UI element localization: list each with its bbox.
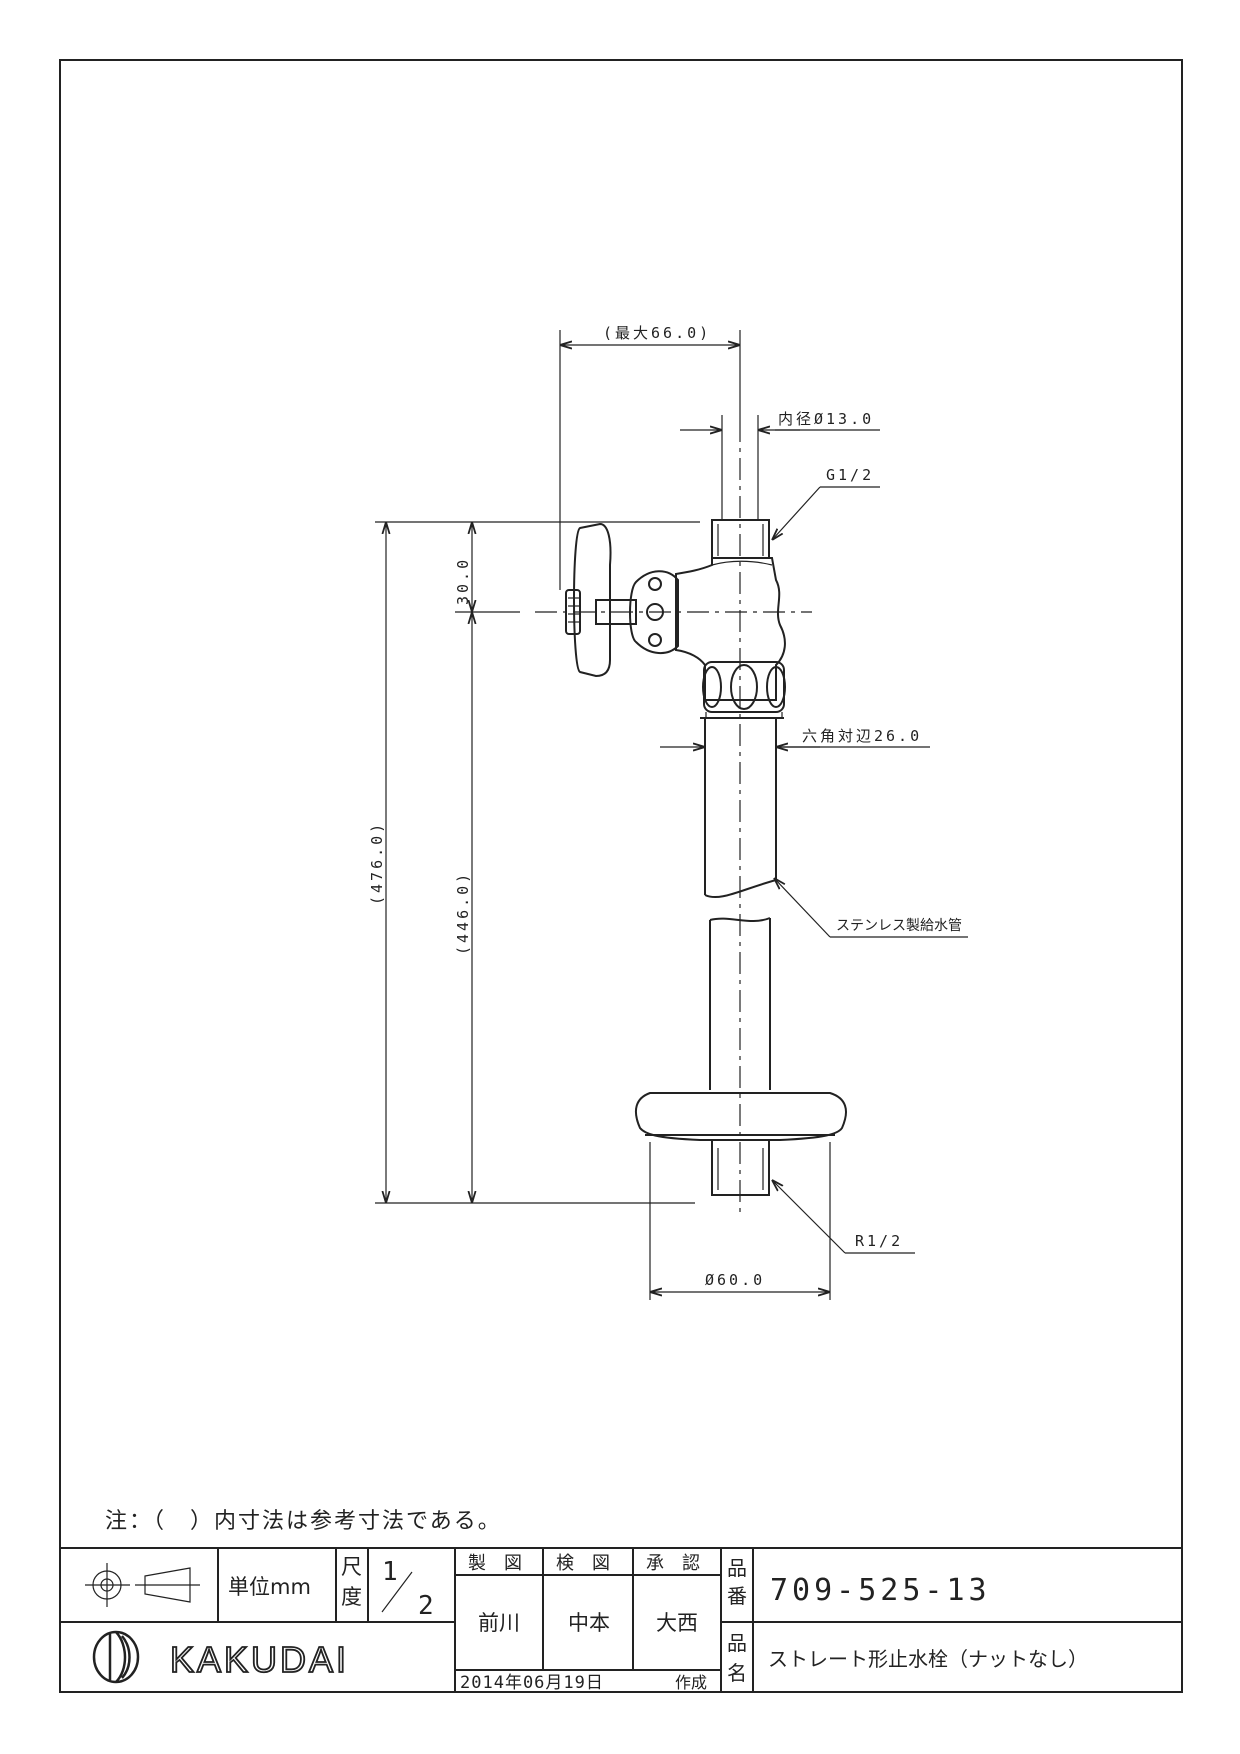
valve-handle <box>573 522 612 678</box>
supply-pipe <box>704 718 777 1090</box>
part-no-label-1: 品 <box>727 1556 747 1580</box>
creation-date: 2014年06月19日 <box>460 1673 604 1693</box>
part-name-label-2: 名 <box>727 1661 747 1685</box>
reference-note: 注：（ ）内寸法は参考寸法である。 <box>105 1509 502 1534</box>
scale-numerator: 1 <box>382 1557 398 1587</box>
name-approver: 大西 <box>656 1611 698 1635</box>
sheet-border <box>59 59 1183 1693</box>
dim-body-height: (446.0) <box>454 871 472 955</box>
role-drafter: 製 図 <box>468 1553 522 1574</box>
dim-thread-top: G1/2 <box>826 466 874 484</box>
label-pipe-material: ステンレス製給水管 <box>836 918 962 934</box>
part-drawing <box>535 420 847 1215</box>
part-no-label-2: 番 <box>727 1584 747 1608</box>
part-name: ストレート形止水栓（ナットなし） <box>768 1647 1088 1671</box>
flange <box>634 1092 847 1141</box>
dim-flange-diameter: Ø60.0 <box>705 1271 765 1289</box>
name-drafter: 前川 <box>478 1611 520 1635</box>
dim-max-width: (最大66.0) <box>603 324 711 342</box>
kakudai-logo: KAKUDAI <box>92 1630 349 1684</box>
dim-hex-flats: 六角対辺26.0 <box>802 727 922 745</box>
dimensions: (最大66.0) 内径Ø13.0 G1/2 (476.0) 30.0 (446.… <box>368 324 968 1300</box>
dim-thread-bottom: R1/2 <box>855 1232 903 1250</box>
projection-symbol-icon <box>85 1563 200 1607</box>
scale-denominator: 2 <box>418 1591 434 1621</box>
role-checker: 検 図 <box>556 1553 610 1574</box>
part-name-label-1: 品 <box>727 1631 747 1655</box>
scale-label-2: 度 <box>341 1585 362 1609</box>
valve-stem <box>595 599 637 625</box>
dim-total-height: (476.0) <box>368 821 386 905</box>
role-approver: 承 認 <box>646 1553 700 1574</box>
part-number: 709-525-13 <box>770 1573 991 1608</box>
company-name: KAKUDAI <box>170 1639 349 1680</box>
creation-suffix: 作成 <box>675 1673 707 1692</box>
bottom-thread <box>711 1139 770 1196</box>
scale-label-1: 尺 <box>341 1555 362 1579</box>
unit-label: 単位mm <box>228 1575 311 1599</box>
valve-body <box>675 557 786 701</box>
name-checker: 中本 <box>568 1611 610 1635</box>
valve-knob <box>629 570 679 654</box>
dim-offset-30: 30.0 <box>454 557 472 605</box>
dim-inner-diameter: 内径Ø13.0 <box>778 410 874 428</box>
title-block: 単位mm 尺 度 1 2 製 図 検 図 承 認 前川 中本 大西 品 番 70… <box>59 1547 1183 1693</box>
